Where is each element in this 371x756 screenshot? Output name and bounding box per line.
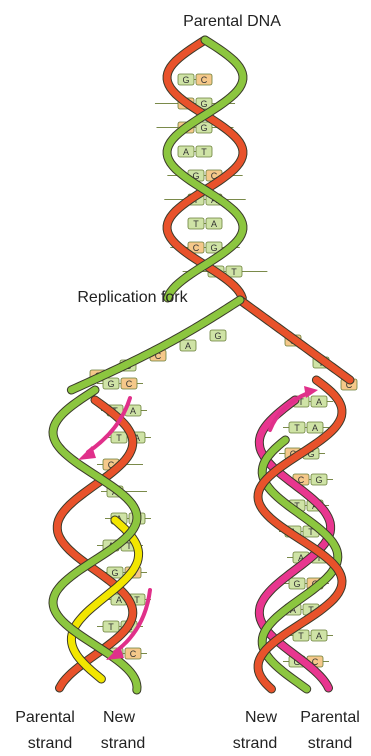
svg-text:C: C: [108, 460, 115, 470]
left-daughter-base-right: C: [124, 647, 142, 660]
top-helix-base-right: A: [205, 217, 223, 230]
right-parental-strand-label-line1: Parental: [300, 709, 360, 726]
svg-text:A: A: [211, 219, 217, 229]
svg-text:T: T: [308, 527, 314, 537]
svg-text:A: A: [134, 433, 140, 443]
svg-text:T: T: [116, 433, 122, 443]
svg-text:T: T: [134, 595, 140, 605]
svg-text:G: G: [210, 243, 217, 253]
top-helix-base-right: T: [225, 265, 243, 278]
right-parental-strand-red: [254, 376, 346, 693]
svg-text:T: T: [108, 622, 114, 632]
left-synthesis-arrow-lower: [106, 588, 152, 660]
top-helix-base-right: G: [195, 121, 213, 134]
left-daughter-base-left: G: [102, 377, 120, 390]
replication-fork-label: Replication fork: [77, 289, 188, 306]
fork-unpaired-left-base: G: [209, 329, 227, 342]
svg-text:G: G: [192, 171, 199, 181]
svg-text:C: C: [298, 475, 305, 485]
right-daughter-base-right: G: [310, 473, 328, 486]
right-daughter-base-right: A: [306, 421, 324, 434]
top-helix-base-right: C: [195, 73, 213, 86]
parental-strand-green-top: [163, 36, 247, 302]
svg-text:A: A: [312, 423, 318, 433]
left-new-strand-yellow: [67, 516, 143, 683]
svg-text:A: A: [316, 397, 322, 407]
parental-strand-red-top: [163, 36, 247, 302]
right-parental-strand-label-line2: strand: [307, 735, 353, 752]
parental-strand-red-fork: [236, 296, 354, 384]
arrows-layer: [78, 386, 318, 660]
strands-back-layer: [52, 35, 355, 694]
svg-text:G: G: [182, 75, 189, 85]
left-new-strand-label-line2: strand: [100, 735, 146, 752]
strands-front-layer: [48, 35, 347, 695]
right-new-strand-label-line2: strand: [232, 735, 278, 752]
left-daughter-base-right: C: [120, 377, 138, 390]
svg-text:T: T: [231, 267, 237, 277]
svg-text:T: T: [298, 397, 304, 407]
top-helix-base-right: G: [205, 241, 223, 254]
left-daughter-base-left: T: [102, 620, 120, 633]
left-parental-strand-red: [53, 396, 137, 692]
right-daughter-base-left: T: [292, 629, 310, 642]
top-helix-base-left: G: [177, 73, 195, 86]
svg-text:G: G: [107, 379, 114, 389]
top-helix-base-left: T: [187, 217, 205, 230]
svg-text:C: C: [193, 243, 200, 253]
svg-text:G: G: [200, 99, 207, 109]
parental-strand-green-fork: [67, 296, 244, 394]
svg-text:C: C: [130, 649, 137, 659]
svg-text:T: T: [316, 553, 322, 563]
svg-text:T: T: [201, 147, 207, 157]
svg-text:T: T: [308, 605, 314, 615]
svg-text:A: A: [290, 605, 296, 615]
svg-text:G: G: [200, 123, 207, 133]
left-daughter-base-left: T: [110, 431, 128, 444]
svg-text:C: C: [126, 379, 133, 389]
svg-text:T: T: [298, 631, 304, 641]
svg-text:A: A: [116, 595, 122, 605]
svg-text:A: A: [185, 341, 191, 351]
right-daughter-base-left: T: [288, 421, 306, 434]
svg-text:A: A: [183, 147, 189, 157]
svg-text:A: A: [130, 406, 136, 416]
fork-unpaired-left-base: A: [179, 339, 197, 352]
svg-text:G: G: [315, 475, 322, 485]
svg-text:T: T: [294, 501, 300, 511]
parental-dna-label: Parental DNA: [183, 13, 281, 30]
top-helix-base-right: G: [195, 97, 213, 110]
right-daughter-base-right: A: [310, 395, 328, 408]
svg-text:C: C: [312, 657, 319, 667]
svg-text:T: T: [126, 541, 132, 551]
right-synthesis-arrow: [268, 386, 318, 432]
svg-text:C: C: [155, 351, 162, 361]
left-parental-strand-label-line1: Parental: [15, 709, 75, 726]
left-daughter-base-left: G: [106, 566, 124, 579]
left-synthesis-arrow-upper: [78, 396, 132, 460]
svg-text:C: C: [346, 380, 353, 390]
svg-text:T: T: [294, 423, 300, 433]
svg-text:A: A: [298, 553, 304, 563]
svg-text:G: G: [111, 568, 118, 578]
svg-text:C: C: [201, 75, 208, 85]
right-new-strand-label-line1: New: [244, 709, 277, 726]
right-daughter-base-right: A: [310, 629, 328, 642]
svg-text:C: C: [211, 171, 218, 181]
top-helix-base-right: T: [195, 145, 213, 158]
svg-text:T: T: [193, 219, 199, 229]
right-daughter-base-left: G: [288, 577, 306, 590]
svg-text:A: A: [316, 631, 322, 641]
left-new-strand-label-line1: New: [102, 709, 135, 726]
top-helix-base-left: C: [187, 241, 205, 254]
svg-text:G: G: [214, 331, 221, 341]
left-parental-strand-label-line2: strand: [27, 735, 73, 752]
svg-text:G: G: [293, 579, 300, 589]
top-helix-base-left: A: [177, 145, 195, 158]
left-parental-strand-green: [49, 386, 141, 694]
svg-text:G: G: [307, 449, 314, 459]
